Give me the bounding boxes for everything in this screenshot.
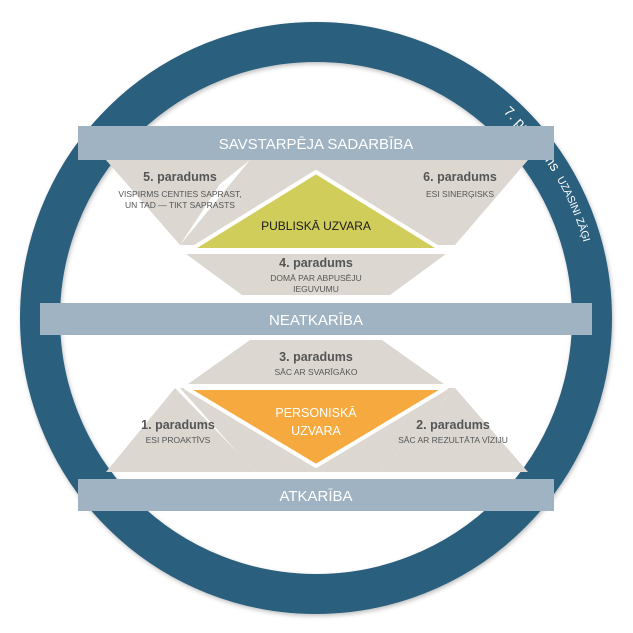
private-victory-line2: UZVARA [291,424,341,438]
habit2-line1: SĀC AR REZULTĀTA VĪZIJU [398,435,508,445]
habit2-title: 2. paradums [416,418,490,432]
habit3-line1: SĀC AR SVARĪGĀKO [275,367,358,377]
habit5-line1: VISPIRMS CENTIES SAPRAST, [118,189,241,199]
habit6-panel [380,160,528,245]
public-victory-triangle [188,170,444,252]
band-bottom-label: ATKARĪBA [279,488,352,505]
habit2-panel [380,388,528,472]
habit1-title: 1. paradums [141,418,215,432]
private-victory-line1: PERSONISKĀ [275,406,357,420]
private-victory-triangle [184,386,448,468]
public-victory-label: PUBLISKĀ UZVARA [261,219,371,233]
habit5-title: 5. paradums [143,170,217,184]
habit1-line1: ESI PROAKTĪVS [146,435,211,445]
band-top-label: SAVSTARPĒJA SADARBĪBA [219,136,414,153]
band-top [78,126,554,160]
habit4-panel [186,254,446,295]
habit1-panel [106,388,255,472]
habit4-line2: IEGUVUMU [293,284,339,294]
habit5-panel [106,160,250,245]
band-middle-label: NEATKARĪBA [269,312,363,329]
habit3-panel [188,340,444,384]
habit6-title: 6. paradums [423,170,497,184]
habit5-line2: UN TAD — TIKT SAPRASTS [125,200,235,210]
habit4-line1: DOMĀ PAR ABPUSĒJU [270,273,361,283]
habit4-title: 4. paradums [279,256,353,270]
band-middle [40,303,592,335]
band-bottom [78,479,554,511]
habit6-line1: ESI SINERĢISKS [426,189,494,199]
habit3-title: 3. paradums [279,350,353,364]
